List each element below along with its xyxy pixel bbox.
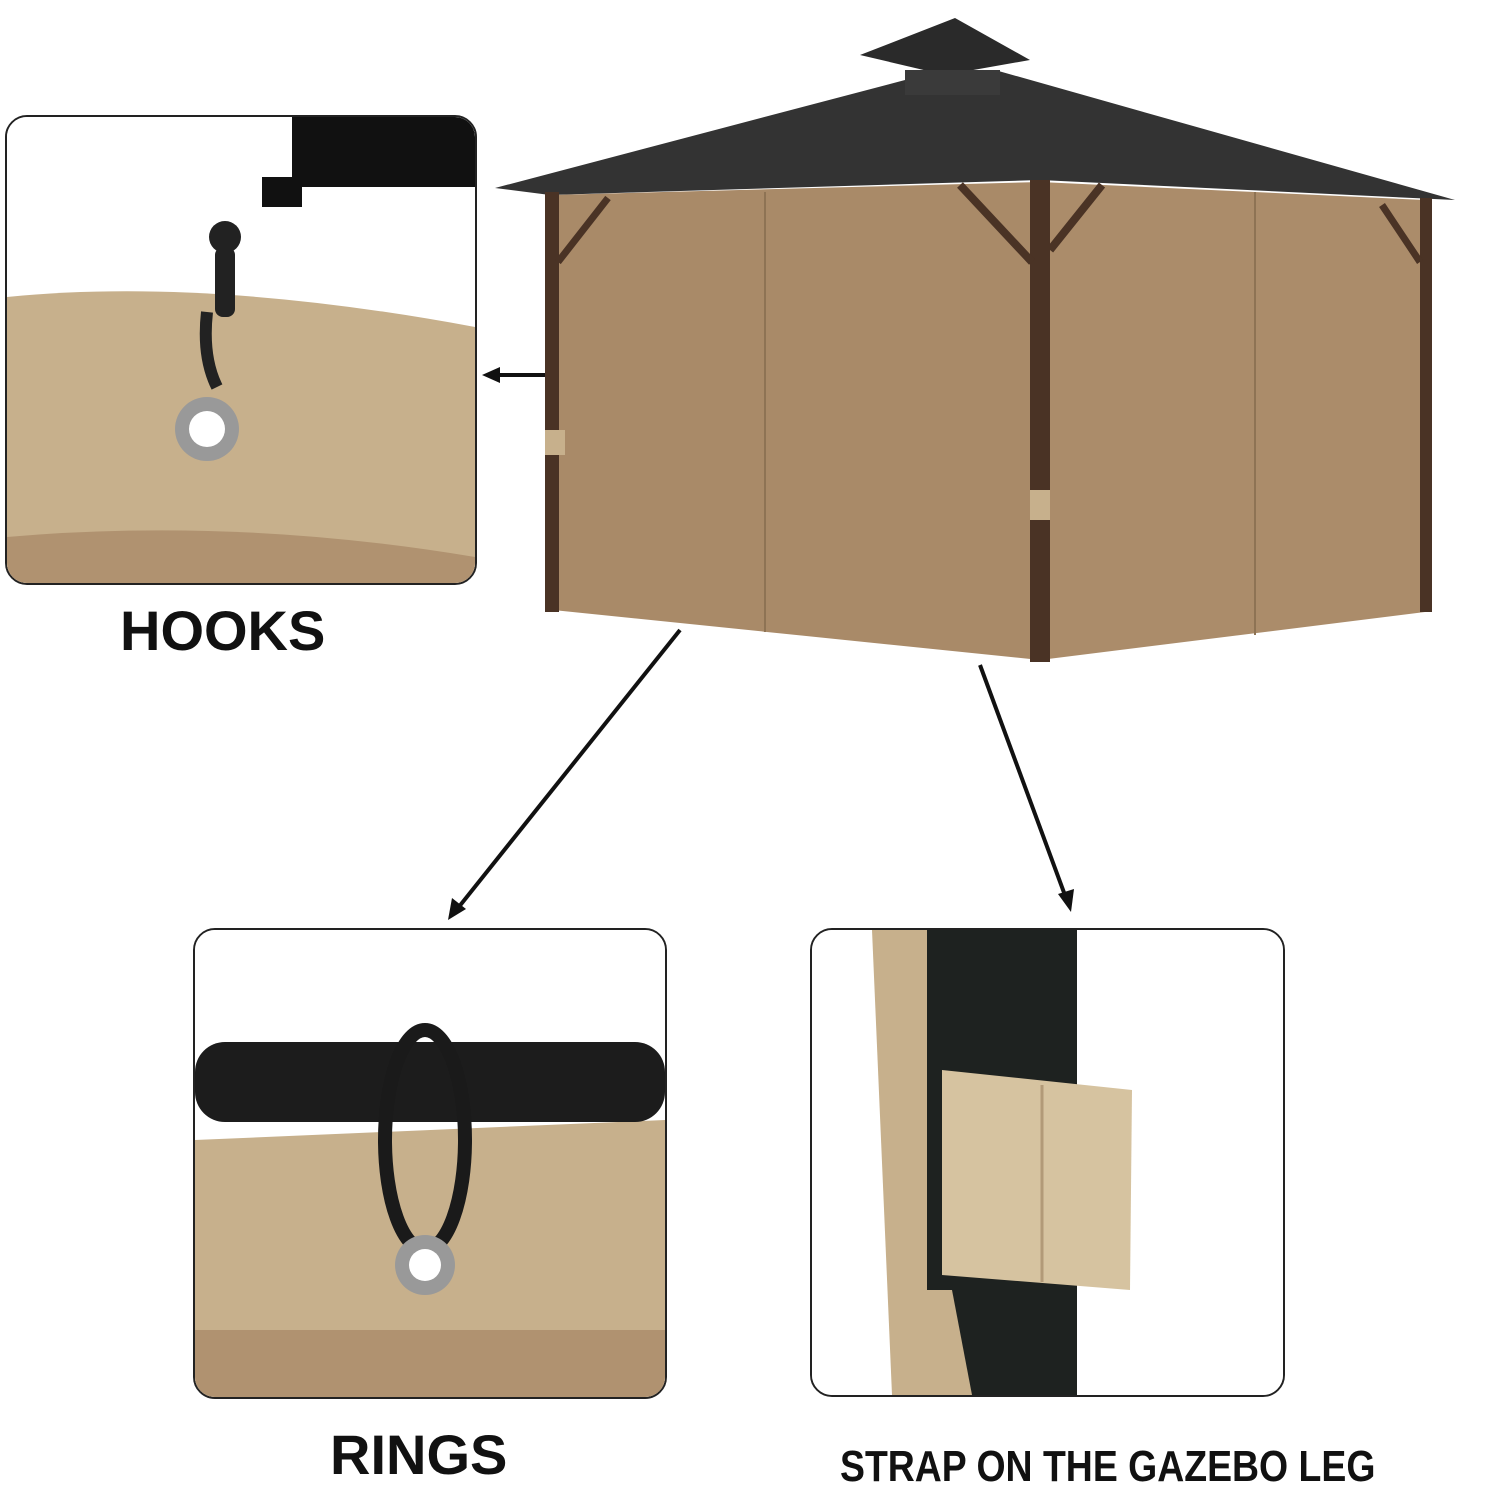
hooks-label: HOOKS — [120, 599, 326, 662]
rings-photo — [195, 930, 665, 1397]
rail — [292, 117, 475, 187]
gazebo-upper-roof — [860, 18, 1030, 75]
gazebo-roof — [495, 70, 1455, 200]
gazebo-post — [1420, 198, 1432, 612]
rings-detail-panel — [193, 928, 667, 1399]
hooks-detail-panel — [5, 115, 477, 585]
arrow-to-hooks — [482, 367, 545, 383]
curtain-left — [553, 182, 1040, 660]
curtain-right — [1040, 182, 1425, 660]
gazebo-post — [1030, 180, 1050, 662]
arrow-to-rings — [448, 628, 682, 920]
rings-label: RINGS — [330, 1423, 508, 1486]
rod — [195, 1042, 665, 1122]
strap-detail-panel — [810, 928, 1285, 1397]
hook-icon — [209, 221, 241, 253]
strap-label: STRAP ON THE GAZEBO LEG — [840, 1442, 1376, 1491]
arrow-to-strap — [978, 664, 1074, 912]
strap — [942, 1070, 1132, 1290]
strap-photo — [812, 930, 1283, 1395]
gazebo-post — [545, 192, 559, 612]
hooks-photo — [7, 117, 475, 583]
